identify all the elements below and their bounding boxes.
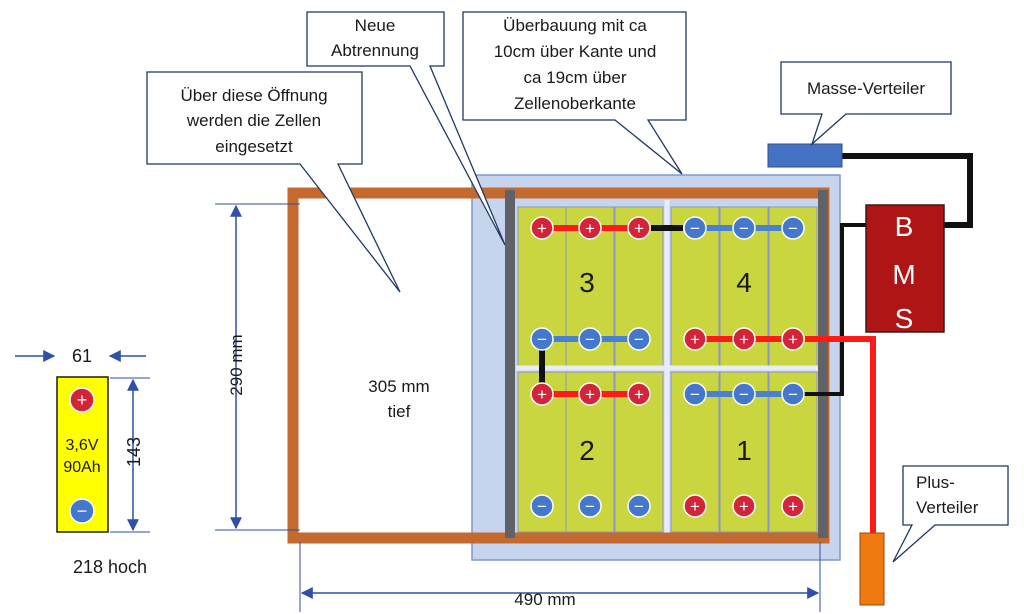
pack-4-top-terminal-3 xyxy=(781,216,805,240)
pack-1-bottom-terminal-3 xyxy=(781,494,805,518)
callout-opening-line3: eingesetzt xyxy=(215,137,293,156)
pack-1-bottom-terminal-1-symbol: + xyxy=(690,497,700,516)
pack-2-top-terminal-2-symbol: + xyxy=(585,385,595,404)
pack-3-bottom-terminal-1 xyxy=(530,327,554,351)
cell-width-text: 61 xyxy=(72,346,92,366)
partition-post-left xyxy=(505,190,515,538)
bms-letter-s: S xyxy=(895,303,914,334)
pack-2-bottom-terminal-1-symbol: − xyxy=(537,497,547,516)
pack-4-top-terminal-2 xyxy=(732,216,756,240)
pack-1-top-terminal-2 xyxy=(732,382,756,406)
pack-3-bottom-terminal-2 xyxy=(578,327,602,351)
pack-4-bottom-terminal-1 xyxy=(683,327,707,351)
bms-letter-m: M xyxy=(892,259,915,290)
callout-opening-line2: werden die Zellen xyxy=(186,111,321,130)
cell-tall-text: 218 hoch xyxy=(73,557,147,577)
callout-cover-line1: Überbauung mit ca xyxy=(503,16,647,35)
dimension-width: 490 mm xyxy=(299,542,821,612)
cell-detail-positive-terminal xyxy=(69,387,95,413)
callout-ground: Masse-Verteiler xyxy=(780,61,952,147)
ground-distributor-bar xyxy=(767,143,843,168)
pack-label-3: 3 xyxy=(579,267,595,298)
callout-plus-line1: Plus- xyxy=(916,473,955,492)
pack-1-bottom-terminal-3-symbol: + xyxy=(788,497,798,516)
pack-3-bottom-terminal-2-symbol: − xyxy=(585,330,595,349)
cell-height-text: 143 xyxy=(124,437,144,467)
dimension-width-text: 490 mm xyxy=(514,590,575,609)
pack-1-top-terminal-3-symbol: − xyxy=(788,385,798,404)
bms-main-negative-cable xyxy=(803,223,866,396)
callout-partition: Neue Abtrennung xyxy=(306,11,506,246)
pack-2-bottom-terminal-3 xyxy=(627,494,651,518)
pack-2-bottom-terminal-2 xyxy=(578,494,602,518)
pack-4-top-terminal-2-symbol: − xyxy=(739,219,749,238)
callout-opening: Über diese Öffnung werden die Zellen ein… xyxy=(146,71,401,293)
pack-4-bottom-terminal-2-symbol: + xyxy=(739,330,749,349)
pack-4-top-terminal-1 xyxy=(683,216,707,240)
partition-post-right xyxy=(818,190,828,538)
dimension-height-text: 290 mm xyxy=(227,334,246,395)
dimension-depth-line1: 305 mm xyxy=(368,377,429,396)
cell-capacity-text: 90Ah xyxy=(63,459,100,476)
pack-1-top-terminal-1 xyxy=(683,382,707,406)
pack-3-top-terminal-1 xyxy=(530,216,554,240)
bms-letter-b: B xyxy=(895,211,914,242)
pack-4-bottom-terminal-3-symbol: + xyxy=(788,330,798,349)
callout-opening-line1: Über diese Öffnung xyxy=(180,86,327,105)
callout-partition-line1: Neue xyxy=(355,16,396,35)
pack-3-bottom-terminal-1-symbol: − xyxy=(537,330,547,349)
pack-2-bottom-terminal-1 xyxy=(530,494,554,518)
callout-cover-line2: 10cm über Kante und xyxy=(494,42,657,61)
pack-3-top-terminal-1-symbol: + xyxy=(537,219,547,238)
pack-1-bottom-terminal-2-symbol: + xyxy=(739,497,749,516)
plus-distributor-bar xyxy=(859,532,885,606)
pack-label-4: 4 xyxy=(736,267,752,298)
pack-1-top-terminal-3 xyxy=(781,382,805,406)
pack-3-bottom-terminal-3 xyxy=(627,327,651,351)
pack-2-bottom-terminal-2-symbol: − xyxy=(585,497,595,516)
pack-1-top-terminal-2-symbol: − xyxy=(739,385,749,404)
dimension-height: 290 mm xyxy=(215,203,300,531)
pack-4-top-terminal-1-symbol: − xyxy=(690,219,700,238)
pack-4-bottom-terminal-1-symbol: + xyxy=(690,330,700,349)
cell-detail-negative-symbol: − xyxy=(77,501,88,521)
pack-label-2: 2 xyxy=(579,435,595,466)
callout-cover-line3: ca 19cm über xyxy=(524,68,627,87)
pack-2-top-terminal-3-symbol: + xyxy=(634,385,644,404)
pack-label-1: 1 xyxy=(736,435,752,466)
pack-2-top-terminal-3 xyxy=(627,382,651,406)
terminals-layer: + − − + + − − + + − − + + − − + + − − + + − − + xyxy=(530,216,805,518)
ground-to-bms-cable xyxy=(842,153,973,228)
dimension-depth-line2: tief xyxy=(388,402,411,421)
pack-3-top-terminal-3-symbol: + xyxy=(634,219,644,238)
cell-voltage-text: 3,6V xyxy=(66,437,99,454)
pack-4-bottom-terminal-2 xyxy=(732,327,756,351)
pack-2-top-terminal-2 xyxy=(578,382,602,406)
pack-3-top-terminal-2-symbol: + xyxy=(585,219,595,238)
callout-ground-text: Masse-Verteiler xyxy=(807,79,925,98)
main-positive-cable xyxy=(805,336,876,533)
pack-3-top-terminal-2 xyxy=(578,216,602,240)
pack-2-bottom-terminal-3-symbol: − xyxy=(634,497,644,516)
callout-cover-line4: Zellenoberkante xyxy=(514,94,636,113)
cell-detail: 61 + − 3,6V 90Ah 143 218 hoch xyxy=(15,346,150,577)
callout-plus: Plus- Verteiler xyxy=(892,465,1009,563)
pack-1-bottom-terminal-1 xyxy=(683,494,707,518)
pack-3-bottom-terminal-3-symbol: − xyxy=(634,330,644,349)
pack-4-top-terminal-3-symbol: − xyxy=(788,219,798,238)
bms-box xyxy=(865,204,945,333)
pack-3-top-terminal-3 xyxy=(627,216,651,240)
pack-2-top-terminal-1-symbol: + xyxy=(537,385,547,404)
cell-detail-negative-terminal xyxy=(69,498,95,524)
callout-plus-line2: Verteiler xyxy=(916,498,979,517)
callout-cover: Überbauung mit ca 10cm über Kante und ca… xyxy=(462,11,687,175)
pack-1-top-terminal-1-symbol: − xyxy=(690,385,700,404)
pack-1-bottom-terminal-2 xyxy=(732,494,756,518)
cell-detail-positive-symbol: + xyxy=(77,390,88,410)
callout-partition-line2: Abtrennung xyxy=(331,41,419,60)
pack-4-bottom-terminal-3 xyxy=(781,327,805,351)
pack-2-top-terminal-1 xyxy=(530,382,554,406)
